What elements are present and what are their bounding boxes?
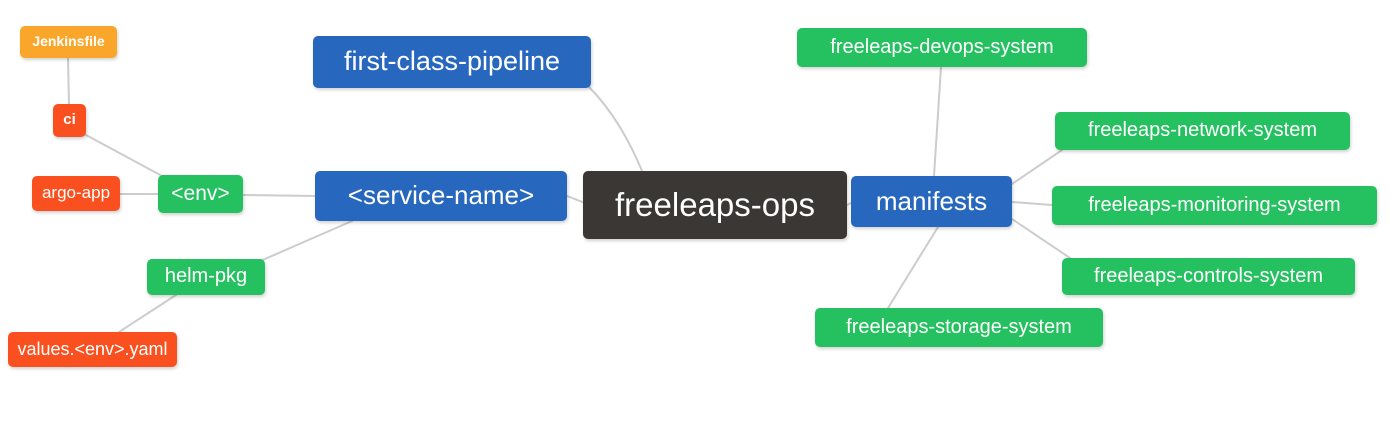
node-first-class-pipeline[interactable]: first-class-pipeline (313, 36, 591, 88)
node-ci[interactable]: ci (53, 104, 86, 137)
edge-jenkinsfile-ci (67, 57, 70, 105)
edge-manifests-monitoring (1011, 201, 1053, 206)
node-jenkinsfile[interactable]: Jenkinsfile (20, 26, 117, 58)
edge-manifests-devops (933, 66, 942, 177)
node-freeleaps-devops-system[interactable]: freeleaps-devops-system (797, 28, 1087, 67)
edge-ci-env (85, 134, 163, 177)
edge-helm-pkg-values (118, 294, 177, 333)
node-helm-pkg[interactable]: helm-pkg (147, 259, 265, 295)
edge-first-class-pipeline-ops (587, 85, 643, 172)
edge-manifests-network (1011, 149, 1063, 185)
node-freeleaps-monitoring-system[interactable]: freeleaps-monitoring-system (1052, 186, 1377, 225)
node-manifests[interactable]: manifests (851, 176, 1012, 227)
node-argo-app[interactable]: argo-app (32, 176, 120, 211)
node-freeleaps-network-system[interactable]: freeleaps-network-system (1055, 112, 1350, 150)
node-freeleaps-controls-system[interactable]: freeleaps-controls-system (1062, 258, 1355, 295)
edge-service-name-helm-pkg (257, 220, 353, 263)
edge-manifests-storage (887, 226, 939, 309)
node-freeleaps-storage-system[interactable]: freeleaps-storage-system (815, 308, 1103, 347)
node-env[interactable]: <env> (158, 175, 243, 213)
node-freeleaps-ops[interactable]: freeleaps-ops (583, 171, 847, 239)
node-service-name[interactable]: <service-name> (315, 171, 567, 221)
edge-env-service-name (242, 194, 316, 197)
node-values-env-yaml[interactable]: values.<env>.yaml (8, 332, 177, 367)
